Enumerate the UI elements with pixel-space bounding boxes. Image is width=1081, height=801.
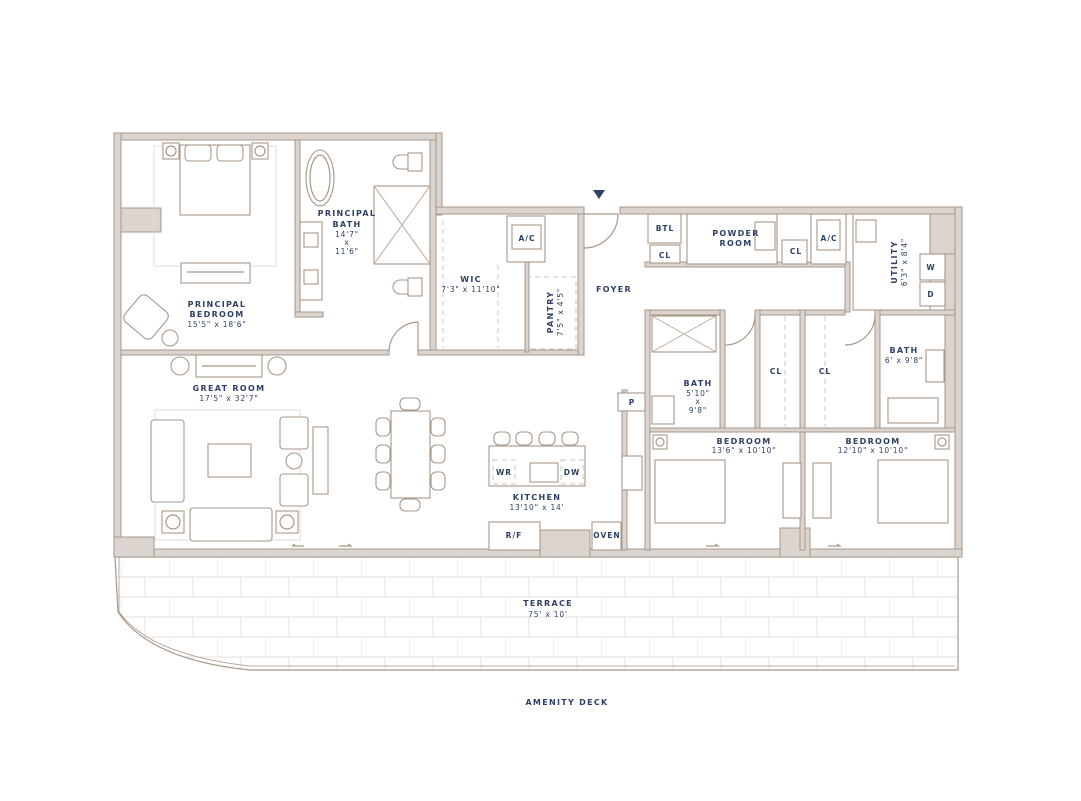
- entry-arrow-icon: [593, 190, 605, 199]
- principal-bath-label: PRINCIPAL: [318, 209, 377, 218]
- kitchen-label: KITCHEN: [513, 493, 561, 502]
- wic-label: WIC: [460, 275, 482, 284]
- cl-label-2: CL: [790, 247, 802, 256]
- utility-dims: 6'3" x 8'4": [900, 238, 909, 286]
- principal-bedroom-label: PRINCIPAL: [188, 300, 247, 309]
- room-labels: PRINCIPAL BEDROOM 15'5" x 18'6" PRINCIPA…: [187, 209, 923, 707]
- terrace: [114, 556, 959, 671]
- doors: [388, 213, 876, 353]
- bath-2-label: BATH: [683, 379, 712, 388]
- bedroom-2-label: BEDROOM: [716, 437, 771, 446]
- principal-bedroom-dims: 15'5" x 18'6": [187, 320, 246, 329]
- exterior-walls: [113, 132, 963, 558]
- bedroom-2-dims: 13'6" x 10'10": [712, 446, 777, 455]
- bedroom-3-dims: 12'10" x 10'10": [838, 446, 908, 455]
- dw-label: DW: [564, 468, 581, 477]
- bedroom-3-label: BEDROOM: [845, 437, 900, 446]
- kitchen-dims: 13'10" x 14': [509, 503, 564, 512]
- dryer-label: D: [927, 290, 934, 299]
- ac-label: A/C: [518, 234, 535, 243]
- utility-label: UTILITY: [890, 240, 899, 283]
- wic-area: [442, 215, 577, 350]
- kitchen-fixtures: [488, 392, 646, 551]
- powder-room-label: POWDER: [712, 229, 760, 238]
- principal-bath-dims-x: x: [344, 238, 349, 247]
- oven-label: OVEN: [593, 531, 620, 540]
- amenity-deck-label: AMENITY DECK: [525, 698, 608, 707]
- pantry-label: PANTRY: [546, 291, 555, 334]
- bath-3-dims: 6' x 9'8": [885, 356, 923, 365]
- great-room-label: GREAT ROOM: [193, 384, 266, 393]
- bath-3-label: BATH: [889, 346, 918, 355]
- p-label: P: [629, 398, 636, 407]
- rf-label: R/F: [506, 531, 523, 540]
- great-room-dims: 17'5" x 32'7": [199, 394, 258, 403]
- right-wing-fixtures: [647, 213, 950, 547]
- bath-2-dims-2: 9'8": [689, 406, 707, 415]
- principal-bath-label-2: BATH: [332, 220, 361, 229]
- bath-2-dims-x: x: [695, 397, 700, 406]
- principal-bath-dims: 14'7": [335, 230, 359, 239]
- cl-label-3: CL: [770, 367, 782, 376]
- pantry-dims: 7'5" x 4'5": [556, 288, 565, 336]
- washer-label: W: [926, 263, 935, 272]
- fixture-labels: A/C A/C BTL CL CL CL CL W D P WR DW R/F …: [496, 224, 935, 540]
- wr-label: WR: [496, 468, 512, 477]
- principal-bath-dims-2: 11'6": [335, 247, 359, 256]
- bath-2-dims: 5'10": [686, 389, 710, 398]
- terrace-dims: 75' x 10': [528, 610, 568, 619]
- principal-bath-fixtures: [299, 149, 431, 301]
- principal-bedroom-label-2: BEDROOM: [189, 310, 244, 319]
- ac-label-2: A/C: [820, 234, 837, 243]
- btl-label: BTL: [656, 224, 675, 233]
- terrace-label: TERRACE: [523, 599, 573, 608]
- principal-bedroom-furniture: [123, 142, 277, 347]
- cl-label-4: CL: [819, 367, 831, 376]
- great-room-furniture: [150, 354, 446, 547]
- cl-label: CL: [659, 251, 671, 260]
- wic-dims: 7'3" x 11'10": [441, 285, 500, 294]
- powder-room-label-2: ROOM: [720, 239, 753, 248]
- foyer-label: FOYER: [596, 285, 632, 294]
